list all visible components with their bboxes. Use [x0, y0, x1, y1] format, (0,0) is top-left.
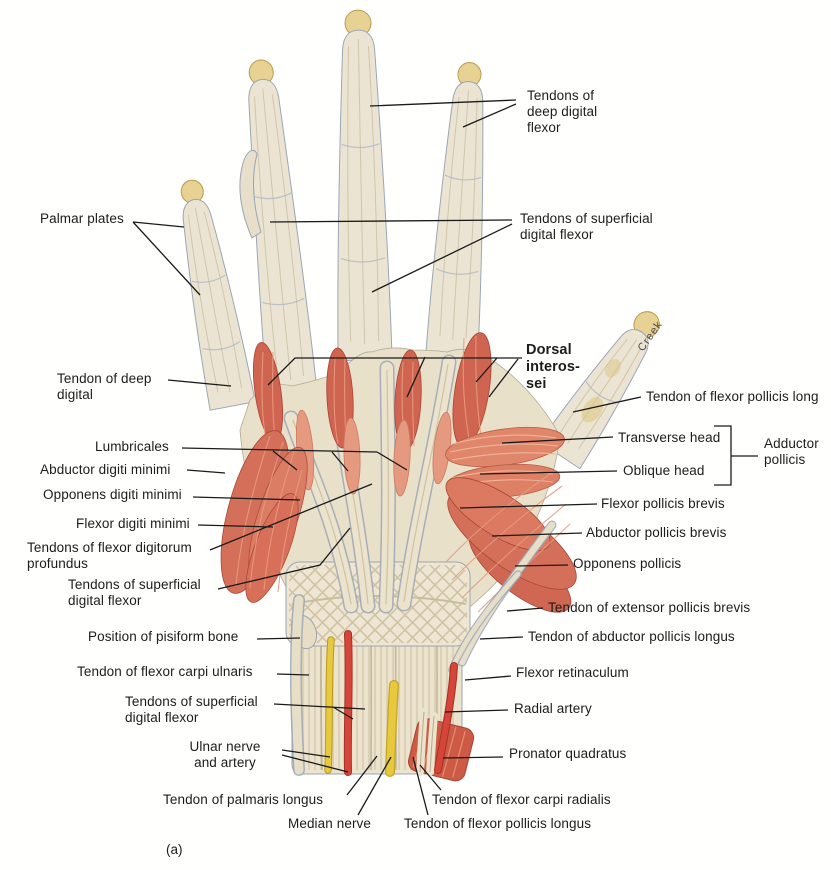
label-tendon-palmaris-longus: Tendon of palmaris longus [163, 792, 324, 807]
label-adductor-pollicis: Adductor pollicis [764, 436, 819, 467]
flexor-retinaculum-band [285, 561, 471, 647]
adductor-pollicis-muscle [445, 426, 565, 499]
leader-lines [132, 99, 758, 816]
label-position-pisiform-bone: Position of pisiform bone [88, 629, 239, 644]
thumb [539, 311, 660, 470]
label-opponens-digiti-minimi: Opponens digiti minimi [43, 487, 182, 502]
thenar-muscles [445, 469, 577, 613]
radial-artery [434, 662, 458, 774]
label-pronator-quadratus: Pronator quadratus [509, 746, 627, 761]
thumb-side-tendons [448, 520, 557, 674]
label-tendon-extensor-pollicis-brevis: Tendon of extensor pollicis brevis [548, 600, 751, 615]
label-tendons-superficial-digital-flexor-mid: Tendons of superficial digital flexor [68, 577, 201, 608]
median-nerve [385, 680, 399, 777]
label-oblique-head: Oblique head [623, 463, 705, 478]
hypothenar-muscles [220, 430, 308, 603]
index-finger [425, 62, 484, 359]
flexor-carpi-ulnaris-tendon [289, 594, 305, 776]
label-dorsal-interossei: Dorsal interos- sei [526, 342, 580, 392]
middle-finger [337, 9, 393, 362]
label-opponens-pollicis: Opponens pollicis [573, 556, 682, 571]
label-abductor-pollicis-brevis: Abductor pollicis brevis [586, 525, 727, 540]
label-abductor-digiti-minimi: Abductor digiti minimi [40, 462, 171, 477]
cut-tendon-flap [239, 149, 262, 239]
label-radial-artery: Radial artery [514, 701, 592, 716]
label-tendons-deep-digital-flexor: Tendons of deep digital flexor [527, 88, 598, 135]
ulnar-artery [343, 630, 353, 776]
label-tendon-of-deep-digital: Tendon of deep digital [57, 371, 152, 402]
label-tendon-flexor-carpi-radialis: Tendon of flexor carpi radialis [432, 792, 611, 807]
label-tendon-flexor-pollicis-longus-right: Tendon of flexor pollicis long [646, 389, 819, 404]
label-tendon-flexor-carpi-ulnaris: Tendon of flexor carpi ulnaris [77, 664, 253, 679]
label-lumbricales: Lumbricales [95, 439, 169, 454]
label-ulnar-nerve-and-artery: Ulnar nerve and artery [189, 739, 261, 770]
little-finger [180, 179, 256, 411]
label-median-nerve: Median nerve [288, 816, 371, 831]
label-tendons-superficial-digital-flexor-top: Tendons of superficial digital flexor [520, 211, 653, 242]
figure-caption: (a) [166, 842, 183, 857]
label-tendon-flexor-pollicis-longus-bottom: Tendon of flexor pollicis longus [404, 816, 592, 831]
tendons-over-pronator [416, 708, 438, 776]
label-tendons-superficial-digital-flexor-bottom: Tendons of superficial digital flexor [125, 694, 258, 725]
ring-finger [248, 59, 318, 399]
label-flexor-retinaculum: Flexor retinaculum [516, 665, 629, 680]
label-palmar-plates: Palmar plates [40, 211, 124, 226]
label-transverse-head: Transverse head [618, 430, 721, 445]
ulnar-nerve [324, 636, 335, 774]
label-flexor-pollicis-brevis: Flexor pollicis brevis [601, 496, 725, 511]
label-tendon-abductor-pollicis-longus: Tendon of abductor pollicis longus [528, 629, 735, 644]
label-tendons-flexor-digitorum-profundus: Tendons of flexor digitorum profundus [27, 540, 192, 571]
label-flexor-digiti-minimi: Flexor digiti minimi [76, 516, 190, 531]
